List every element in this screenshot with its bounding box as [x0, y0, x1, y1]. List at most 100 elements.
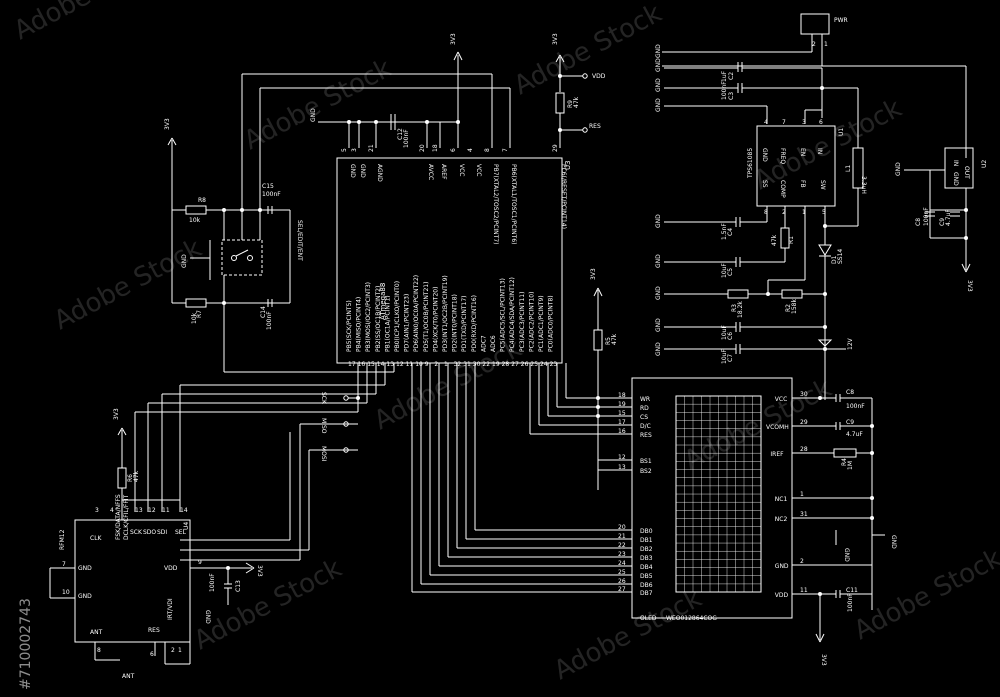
mcu-pin-num: 8	[484, 148, 491, 152]
mcu-pin-num: 7	[502, 148, 509, 152]
svg-text:R5: R5	[605, 337, 612, 345]
mcu-pin-name: PD4(XCK/T0/PCINT20)	[432, 287, 439, 352]
mcu-pin-name: PB4(MISO/PCINT4)	[356, 297, 363, 352]
svg-text:Adobe Stock: Adobe Stock	[679, 373, 837, 476]
oled-right-components: C8 100nF C9 4.7uF R4 1M GND GND C11 100n…	[792, 389, 897, 666]
mcu-part: ATmega88	[379, 283, 387, 320]
mcu-pin-name: PB6(XTAL1/TOSC1/PCINT6)	[510, 164, 517, 245]
oled-pin-name: VCC	[775, 396, 787, 403]
oled-pin-name: CS	[640, 414, 648, 421]
svg-text:ANT: ANT	[90, 629, 103, 636]
pwr-label: PWR	[834, 17, 848, 24]
oled-pin-name: DB2	[640, 546, 653, 553]
svg-text:1: 1	[824, 41, 828, 48]
svg-text:47k: 47k	[133, 470, 140, 482]
svg-text:1uF: 1uF	[721, 70, 728, 82]
svg-text:6: 6	[150, 651, 154, 658]
svg-text:C2: C2	[728, 72, 735, 80]
svg-text:Adobe Stock: Adobe Stock	[549, 583, 707, 686]
svg-text:9: 9	[198, 559, 202, 566]
mcu-pin-name: GND	[349, 164, 356, 178]
svg-text:MISO: MISO	[320, 418, 327, 434]
mcu-pin-name: PC2(ADC2/PCINT10)	[528, 292, 535, 352]
svg-text:3V3: 3V3	[256, 565, 263, 577]
regulator-pin-name: FB	[799, 180, 806, 188]
svg-text:D1: D1	[831, 255, 838, 264]
oled-pin-num: 31	[800, 511, 808, 518]
mcu-pin-num: 10	[415, 361, 423, 368]
oled-pin-name: NC2	[775, 516, 788, 523]
oled-pin-name: RD	[640, 405, 649, 412]
svg-text:47k: 47k	[611, 333, 618, 345]
mcu-pin-name: PC0(ADC0/PCINT8)	[548, 295, 555, 352]
svg-text:8: 8	[97, 647, 101, 654]
oled-pin-num: 27	[618, 586, 626, 593]
svg-text:3V3: 3V3	[590, 268, 597, 280]
svg-text:VDD: VDD	[164, 565, 178, 572]
mcu-pin-name: ADC6	[490, 335, 497, 352]
svg-text:RES: RES	[148, 627, 160, 634]
mcu-pin-num: 21	[368, 144, 375, 152]
radio-pin-name: SDO	[143, 529, 156, 536]
svg-text:GND: GND	[310, 108, 317, 122]
mcu-pin-name: PC6(/RESET/PCINT14)	[560, 164, 567, 229]
boost-converter: PWR 2 1 GND GND C2 1uF GND C3 100nF GND	[655, 13, 967, 400]
radio-pin-name: SEL	[175, 529, 187, 536]
svg-text:IRT/VDI: IRT/VDI	[167, 598, 174, 620]
mcu-pin-num: 16	[358, 361, 366, 368]
svg-text:2: 2	[171, 647, 175, 654]
oled-pin-num: 25	[618, 569, 626, 576]
svg-text:10uF: 10uF	[721, 349, 728, 364]
svg-text:C6: C6	[727, 332, 734, 340]
regulator-pin-name: FREQ	[779, 148, 786, 164]
svg-text:7: 7	[62, 561, 66, 568]
mcu-pin-name: AVCC	[427, 164, 434, 180]
oled-pin-num: 16	[618, 428, 626, 435]
oled-pin-num: 22	[618, 542, 626, 549]
mcu-atmega88: U3 ATmega88 5GND3GND21AGND20AVCC18AREF6V…	[336, 144, 572, 368]
mcu-pin-num: 26	[521, 361, 529, 368]
ldo-ref: U2	[981, 160, 988, 168]
radio-pin-num: 11	[162, 507, 170, 514]
mcu-pin-num: 4	[467, 148, 474, 152]
svg-text:GND: GND	[952, 172, 959, 186]
watermark-id: #710002743	[18, 598, 34, 690]
svg-text:1: 1	[178, 647, 182, 654]
svg-text:10uF: 10uF	[721, 325, 728, 340]
mcu-ref: U3	[564, 160, 572, 170]
regulator-pin-num: 4	[764, 119, 768, 126]
svg-text:10: 10	[62, 589, 70, 596]
svg-text:3.3uH: 3.3uH	[860, 176, 867, 194]
svg-text:100nF: 100nF	[403, 129, 410, 148]
svg-text:C14: C14	[260, 306, 267, 318]
mcu-pin-name: PD2(INT0/PCINT18)	[452, 294, 459, 352]
svg-text:GND: GND	[181, 254, 188, 268]
svg-text:3V3: 3V3	[450, 33, 457, 45]
oled-pin-name: DB7	[640, 590, 653, 597]
switch-label: SEL/EDIT/ENT	[296, 220, 303, 261]
regulator-pin-num: 6	[819, 119, 823, 126]
oled-pin-num: 30	[800, 391, 808, 398]
oled-pin-name: NC1	[775, 496, 788, 503]
mcu-pin-num: 13	[386, 361, 394, 368]
svg-text:C7: C7	[727, 354, 734, 362]
svg-text:GND: GND	[655, 254, 662, 268]
svg-text:Adobe Stock: Adobe Stock	[239, 53, 397, 156]
radio-part: RFM12	[59, 529, 66, 550]
mcu-pin-name: PD7(AIN1/PCINT23)	[404, 294, 411, 352]
oled-pin-num: 19	[618, 401, 626, 408]
svg-text:R9: R9	[567, 100, 574, 108]
oled-pin-num: 21	[618, 533, 626, 540]
oled-pin-num: 13	[618, 464, 626, 471]
radio-pin-name: SCK	[130, 529, 143, 536]
regulator-pin-num: 7	[782, 119, 786, 126]
oled-pin-num: 2	[800, 558, 804, 565]
regulator-pin-num: 3	[802, 119, 806, 126]
svg-text:C5: C5	[727, 268, 734, 276]
svg-text:100nF: 100nF	[209, 573, 216, 592]
mcu-pin-num: 11	[406, 361, 414, 368]
svg-text:C8: C8	[846, 389, 854, 396]
